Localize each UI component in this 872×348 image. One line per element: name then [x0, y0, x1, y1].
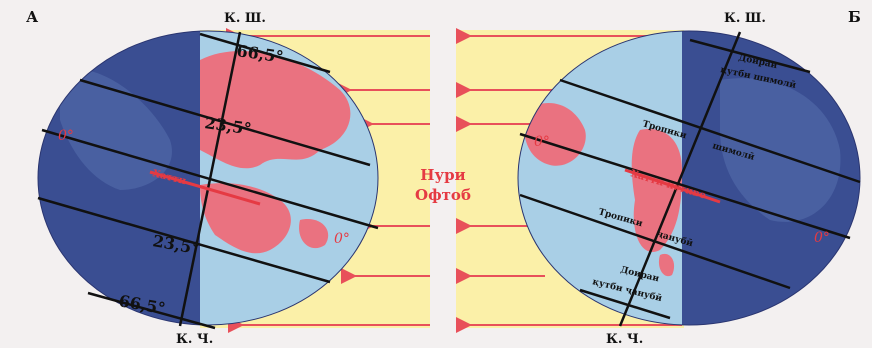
panel-a-label: А	[26, 8, 39, 26]
lat-equator-b: 0°	[814, 230, 830, 246]
axis-line	[618, 31, 742, 327]
arctic-circle-line	[689, 38, 811, 74]
parallels-b	[519, 31, 861, 327]
tropic-north-line	[79, 78, 371, 167]
band-gap	[430, 30, 456, 328]
night-land	[720, 78, 841, 222]
panel-b-south-pole: К. Ч.	[606, 332, 643, 347]
lat-equator-b-left: 0°	[534, 134, 550, 150]
land-europe	[200, 51, 351, 169]
panel-a-south-pole: К. Ч.	[176, 332, 213, 347]
equator-line	[519, 132, 851, 240]
panel-a-north-pole: К. Ш.	[224, 11, 266, 26]
sun-rays	[226, 28, 682, 333]
land-small	[299, 219, 329, 249]
lat-equator-a-left: 0°	[58, 128, 74, 144]
equator-highlight	[624, 168, 721, 204]
antarctic-circle-line	[87, 291, 216, 330]
lat-equator-a: 0°	[334, 231, 350, 247]
land-madagascar	[658, 253, 675, 277]
sun-label-line2: Офтоб	[415, 186, 471, 204]
antarctic-circle-line	[579, 288, 671, 320]
land-africa	[200, 183, 291, 254]
land-africa	[631, 129, 682, 252]
equator-highlight	[149, 170, 261, 206]
arctic-circle-line	[199, 32, 331, 74]
tropic-north-line	[559, 78, 861, 184]
axis-line	[178, 31, 242, 327]
panel-b-north-pole: К. Ш.	[724, 11, 766, 26]
tropic-south-line	[37, 196, 331, 284]
panel-b-label: Б	[848, 8, 861, 26]
sun-label-line1: Нури	[420, 166, 465, 184]
parallels-a	[37, 31, 379, 330]
